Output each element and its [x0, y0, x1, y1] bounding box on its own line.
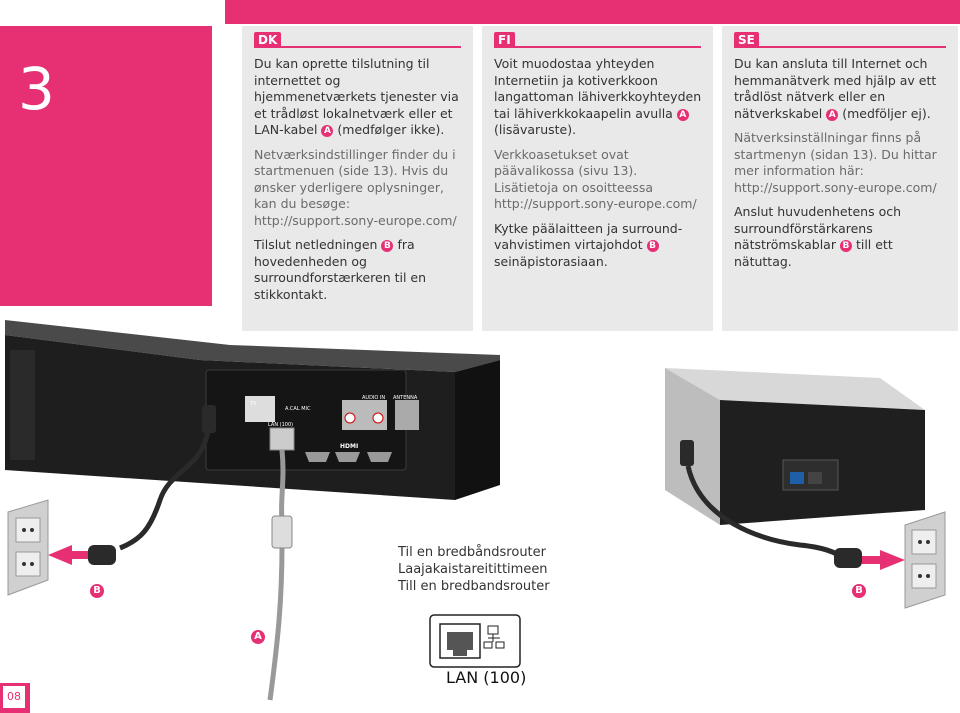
- power-tail: seinäpistorasiaan.: [494, 253, 608, 269]
- power-tail: till ett nätuttag.: [734, 237, 893, 269]
- power-text: Anslut huvudenhetens och surroundförstär…: [734, 204, 902, 252]
- page-number: 08: [3, 686, 25, 708]
- power-tail: fra hovedenheden og surroundforstærkeren…: [254, 237, 427, 302]
- lan-port: [269, 427, 295, 451]
- intro-tail: (lisävaruste).: [494, 122, 577, 137]
- main-unit: TV AUDIO IN ANTENNA LAN (100) HDMI A.CAL…: [5, 320, 500, 500]
- callout-b-right: B: [852, 584, 866, 598]
- top-accent-bar: [225, 0, 960, 24]
- lan-port-icon: [429, 614, 521, 668]
- callout-badge-a: A: [676, 108, 689, 121]
- language-tag: SE: [734, 32, 759, 48]
- intro-paragraph: Du kan ansluta till Internet och hemmanä…: [734, 56, 948, 122]
- lan-port-label: LAN (100): [446, 668, 527, 687]
- callout-badge-b: B: [839, 240, 852, 252]
- rear-label-audio-in: AUDIO IN: [362, 395, 385, 401]
- step-block: 3: [0, 26, 212, 306]
- intro-text: Du kan ansluta till Internet och hemmanä…: [734, 56, 937, 121]
- router-label-dk: Til en bredbåndsrouter: [398, 545, 547, 560]
- callout-a-lan: A: [251, 630, 265, 644]
- intro-text: Voit muodostaa yhteyden Internetiin ja k…: [494, 56, 702, 121]
- power-text: Kytke päälaitteen ja surround-vahvistime…: [494, 220, 683, 253]
- wall-outlet-left: [7, 499, 49, 596]
- power-text: Tilslut netledningen: [254, 237, 378, 252]
- callout-badge-a: A: [321, 125, 334, 137]
- network-settings-paragraph: Nätverksinställningar finns på startmeny…: [734, 130, 937, 195]
- callout-badge-b: B: [381, 240, 394, 252]
- router-label-fi: Laajakaistareitittimeen: [398, 562, 548, 577]
- page-number-box: 08: [0, 683, 30, 713]
- column-fi: FI Voit muodostaa yhteyden Internetiin j…: [482, 26, 713, 331]
- power-paragraph: Anslut huvudenhetens och surroundförstär…: [734, 204, 948, 270]
- surround-amplifier: [665, 368, 925, 525]
- intro-paragraph: Du kan oprette tilslutning til internett…: [254, 56, 463, 139]
- network-settings-paragraph: Netværksindstillinger finder du i startm…: [254, 146, 457, 228]
- lan-connector: [271, 515, 293, 549]
- callout-badge-a: A: [826, 108, 839, 121]
- power-cable-left: [119, 431, 211, 551]
- arrow-left: [48, 545, 72, 565]
- rear-label-tv: TV: [249, 401, 257, 407]
- intro-text: Du kan oprette tilslutning til internett…: [254, 56, 459, 137]
- column-dk: DK Du kan oprette tilslutning til intern…: [242, 26, 473, 331]
- router-labels: Til en bredbåndsrouter Laajakaistareitit…: [398, 544, 550, 595]
- intro-tail: (medföljer ej).: [842, 105, 931, 121]
- rear-label-lan: LAN (100): [268, 422, 293, 428]
- rear-label-hdmi: HDMI: [340, 443, 358, 450]
- arrow-right: [880, 550, 905, 570]
- plug-right: [834, 548, 862, 568]
- rear-label-antenna: ANTENNA: [393, 395, 418, 401]
- router-label-se: Till en bredbandsrouter: [398, 579, 550, 594]
- callout-b-left: B: [90, 584, 104, 598]
- lan-cable: [279, 449, 286, 521]
- power-paragraph: Tilslut netledningen B fra hovedenheden …: [254, 237, 463, 303]
- step-number: 3: [18, 55, 55, 123]
- divider: [254, 46, 461, 48]
- intro-paragraph: Voit muodostaa yhteyden Internetiin ja k…: [494, 56, 703, 139]
- rear-label-mic: A.CAL MIC: [285, 406, 311, 412]
- language-tag: DK: [254, 32, 282, 48]
- plug-left: [88, 545, 116, 565]
- intro-tail: (medfølger ikke).: [337, 122, 445, 137]
- divider: [494, 46, 701, 48]
- callout-badge-b: B: [646, 240, 659, 252]
- column-se: SE Du kan ansluta till Internet och hemm…: [722, 26, 958, 331]
- wall-outlet-right: [904, 511, 946, 609]
- power-paragraph: Kytke päälaitteen ja surround-vahvistime…: [494, 221, 703, 271]
- divider: [734, 46, 946, 48]
- language-tag: FI: [494, 32, 515, 48]
- network-settings-paragraph: Verkkoasetukset ovat päävalikossa (sivu …: [494, 146, 697, 212]
